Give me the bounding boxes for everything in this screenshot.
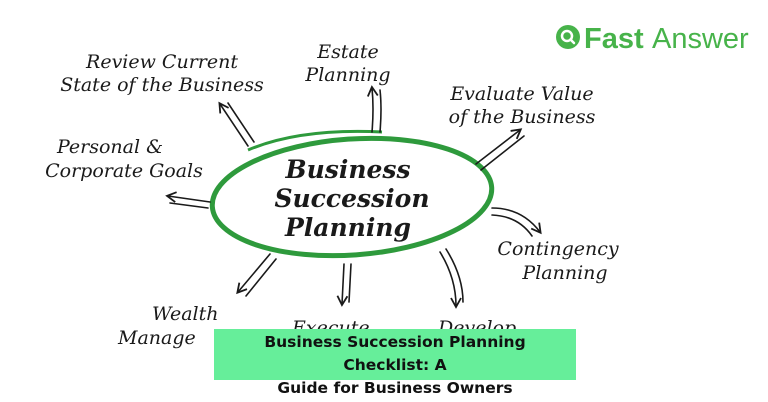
- arrow-estate: [366, 85, 379, 133]
- node-personal-line2: Corporate Goals: [45, 160, 203, 182]
- arrow-evaluate-outline: [480, 135, 525, 171]
- arrow-estate-outline: [379, 89, 382, 133]
- node-wealth-line2: Manage: [117, 327, 196, 349]
- center-title-line3: Planning: [284, 213, 411, 242]
- node-contingency-line1: Contingency: [497, 238, 618, 260]
- arrow-execute-outline: [348, 263, 352, 303]
- arrow-review: [218, 101, 249, 147]
- node-estate-line1: Estate: [316, 41, 378, 63]
- node-review-line1: Review Current: [85, 51, 238, 73]
- center-title-line2: Succession: [274, 184, 429, 213]
- node-contingency-line2: Planning: [521, 262, 607, 284]
- arrow-contingency-outline: [491, 214, 533, 237]
- arrow-develop-outline: [445, 248, 464, 303]
- arrow-execute: [336, 263, 349, 307]
- caption-banner: Business Succession Planning Checklist: …: [214, 329, 576, 397]
- node-review-line2: State of the Business: [60, 74, 264, 96]
- caption-line1: Business Succession Planning Checklist: …: [264, 333, 526, 374]
- fast-answer-logo: Fast Answer: [556, 23, 749, 55]
- arrow-develop: [439, 251, 462, 309]
- arrow-evaluate: [475, 128, 523, 165]
- arrow-wealth: [236, 253, 271, 295]
- arrow-personal-outline: [169, 202, 209, 209]
- node-evaluate-line2: of the Business: [449, 106, 596, 128]
- arrow-review-outline: [227, 102, 255, 143]
- center-title-line1: Business: [284, 155, 410, 184]
- logo-brand-bold: Fast: [584, 23, 644, 55]
- center-ring: [209, 129, 495, 259]
- arrow-wealth-outline: [245, 258, 277, 297]
- node-estate-line2: Planning: [304, 64, 390, 86]
- node-wealth-line1: Wealth: [152, 303, 219, 325]
- logo-brand-light: Answer: [652, 23, 749, 55]
- caption-line2: Guide for Business Owners: [277, 379, 513, 397]
- search-icon: [556, 25, 580, 49]
- arrow-personal: [165, 191, 211, 203]
- node-personal-line1: Personal &: [56, 136, 163, 158]
- arrow-contingency: [491, 207, 542, 235]
- node-evaluate-line1: Evaluate Value: [449, 83, 593, 105]
